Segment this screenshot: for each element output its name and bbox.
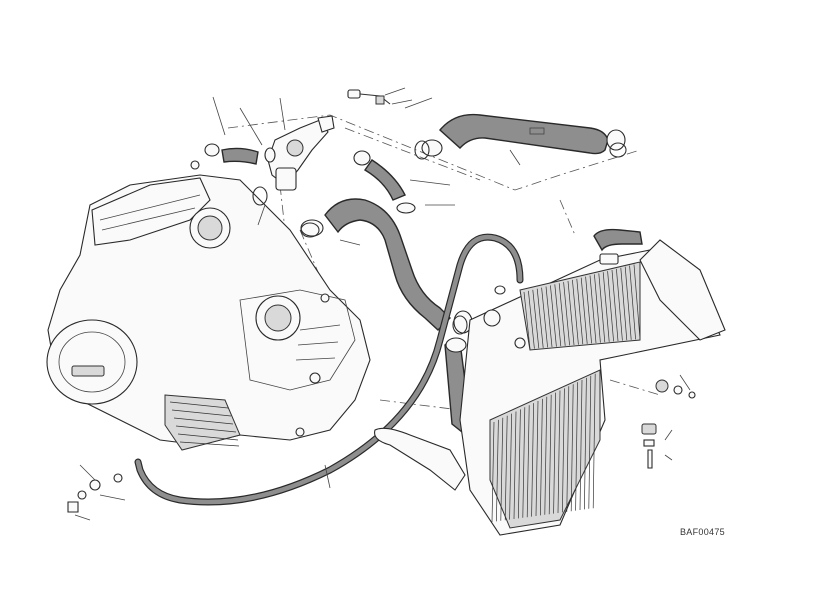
engine-block [46, 160, 371, 451]
long-upper-hose [421, 113, 626, 157]
thermostat-outlet-hose [353, 150, 416, 214]
drawing-code: BAF00475 [680, 527, 725, 537]
radiator-assembly [374, 228, 726, 536]
hose-clamps [252, 140, 627, 335]
temperature-sensor [347, 89, 413, 105]
reference-leader-lines [74, 87, 691, 521]
thermostat-housing [267, 115, 335, 191]
drain-fasteners [67, 473, 123, 513]
radiator-fasteners [641, 379, 696, 469]
upper-short-hose [204, 143, 276, 165]
